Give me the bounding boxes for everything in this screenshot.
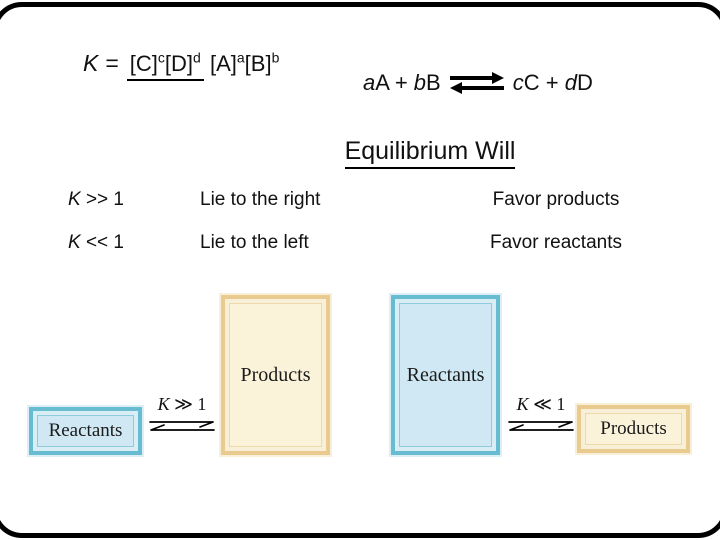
table-row-2-k-condition: K << 1 [68,232,125,253]
page-title: Equilibrium Will [300,137,560,169]
left-figure-products-label: Products [229,303,322,447]
equilibrium-double-arrow-icon [449,72,504,94]
left-figure-k-label: K ≫ 1 [157,394,207,414]
left-figure-products-box: Products [221,295,330,455]
left-figure-reactants-box: Reactants [29,407,142,455]
equilibrium-constant-formula: K = [C]c[D]d [A]a[B]b [83,49,280,81]
left-figure-reactants-label: Reactants [37,415,134,447]
right-figure-products-label: Products [585,413,682,445]
formula-equals-sign: = [105,50,119,76]
right-figure-products-box: Products [577,405,690,453]
formula-fraction: [C]c[D]d [A]a[B]b [126,49,280,81]
right-figure-k-label: K ≪ 1 [516,394,566,414]
formula-denominator: [A]a[B]b [209,49,280,76]
formula-k-variable: K [83,50,99,76]
left-figure-equilibrium-arrows: K ≫ 1 [145,394,219,436]
formula-numerator: [C]c[D]d [126,50,204,81]
table-row-1-k-condition: K >> 1 [68,189,125,210]
table-row-2-behavior: Lie to the left [200,232,309,253]
right-figure-equilibrium-arrows: K ≪ 1 [504,394,578,436]
table-row-2-favor: Favor reactants [490,232,622,253]
right-figure-reactants-box: Reactants [391,295,500,455]
harpoon-arrows-icon [508,421,574,431]
harpoon-arrows-icon [149,421,215,431]
table-row-1-favor: Favor products [492,189,620,210]
table-row-1-behavior: Lie to the right [200,189,321,210]
right-figure-reactants-label: Reactants [399,303,492,447]
